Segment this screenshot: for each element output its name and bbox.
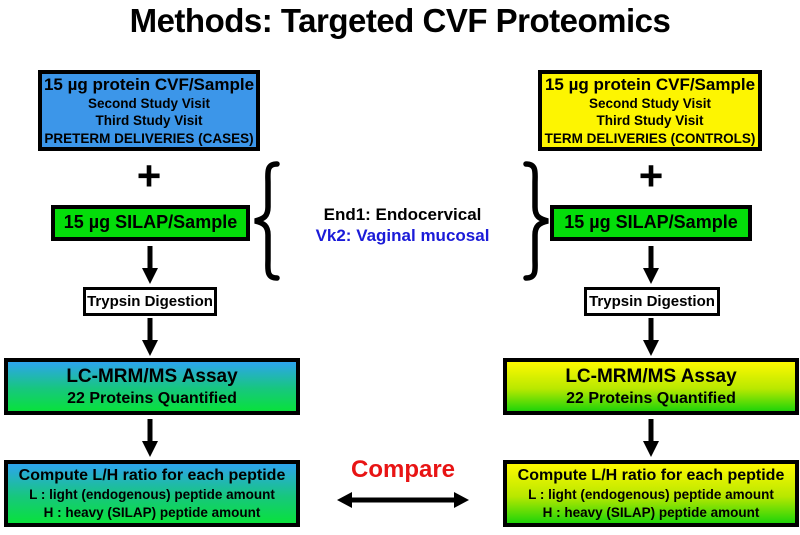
compute-line2-left: L : light (endogenous) peptide amount xyxy=(29,486,275,502)
down-arrow-right-1 xyxy=(642,246,660,289)
term-sample-line1: 15 µg protein CVF/Sample xyxy=(544,74,756,94)
legend-vk2: Vk2: Vaginal mucosal xyxy=(315,226,490,245)
assay-line1-left: LC-MRM/MS Assay xyxy=(66,365,238,387)
assay-box-right: LC-MRM/MS Assay 22 Proteins Quantified xyxy=(503,358,799,415)
preterm-sample-line2: Second Study Visit xyxy=(87,95,211,111)
right-brace xyxy=(523,161,553,286)
compute-line3-left: H : heavy (SILAP) peptide amount xyxy=(43,504,261,520)
trypsin-box-left: Trypsin Digestion xyxy=(83,287,217,316)
preterm-sample-box: 15 µg protein CVF/Sample Second Study Vi… xyxy=(38,70,260,151)
silap-box-right: 15 µg SILAP/Sample xyxy=(550,205,752,241)
down-arrow-right-2 xyxy=(642,318,660,361)
silap-label-right: 15 µg SILAP/Sample xyxy=(564,212,738,233)
compute-box-right: Compute L/H ratio for each peptide L : l… xyxy=(503,460,799,527)
compute-line3-right: H : heavy (SILAP) peptide amount xyxy=(542,504,760,520)
compute-line1-right: Compute L/H ratio for each peptide xyxy=(517,466,785,484)
plus-sign-right: + xyxy=(638,152,664,199)
term-sample-line2: Second Study Visit xyxy=(588,95,712,111)
trypsin-label-left: Trypsin Digestion xyxy=(87,292,213,310)
assay-line2-left: 22 Proteins Quantified xyxy=(67,389,237,407)
diagram-title: Methods: Targeted CVF Proteomics xyxy=(129,2,671,39)
preterm-sample-line1: 15 µg protein CVF/Sample xyxy=(43,74,255,94)
preterm-sample-line3: Third Study Visit xyxy=(95,113,203,129)
down-arrow-left-1 xyxy=(141,246,159,289)
compute-box-left: Compute L/H ratio for each peptide L : l… xyxy=(4,460,300,527)
plus-sign-left: + xyxy=(136,152,162,199)
down-arrow-right-3 xyxy=(642,419,660,462)
compute-line2-right: L : light (endogenous) peptide amount xyxy=(528,486,774,502)
term-sample-line3: Third Study Visit xyxy=(596,113,704,129)
silap-box-left: 15 µg SILAP/Sample xyxy=(51,205,250,241)
compare-double-arrow xyxy=(336,490,470,515)
down-arrow-left-2 xyxy=(141,318,159,361)
assay-box-left: LC-MRM/MS Assay 22 Proteins Quantified xyxy=(4,358,300,415)
compare-label: Compare xyxy=(350,456,456,483)
term-sample-box: 15 µg protein CVF/Sample Second Study Vi… xyxy=(538,70,762,151)
assay-line2-right: 22 Proteins Quantified xyxy=(566,389,736,407)
legend-end1: End1: Endocervical xyxy=(323,205,482,224)
compute-line1-left: Compute L/H ratio for each peptide xyxy=(18,466,286,484)
trypsin-box-right: Trypsin Digestion xyxy=(584,287,720,316)
term-sample-line4: TERM DELIVERIES (CONTROLS) xyxy=(544,130,756,146)
trypsin-label-right: Trypsin Digestion xyxy=(589,292,715,310)
preterm-sample-line4: PRETERM DELIVERIES (CASES) xyxy=(44,130,254,146)
silap-label-left: 15 µg SILAP/Sample xyxy=(63,212,238,233)
down-arrow-left-3 xyxy=(141,419,159,462)
assay-line1-right: LC-MRM/MS Assay xyxy=(565,365,737,387)
sample-type-legend: End1: Endocervical Vk2: Vaginal mucosal xyxy=(290,204,515,246)
left-brace xyxy=(250,161,280,286)
